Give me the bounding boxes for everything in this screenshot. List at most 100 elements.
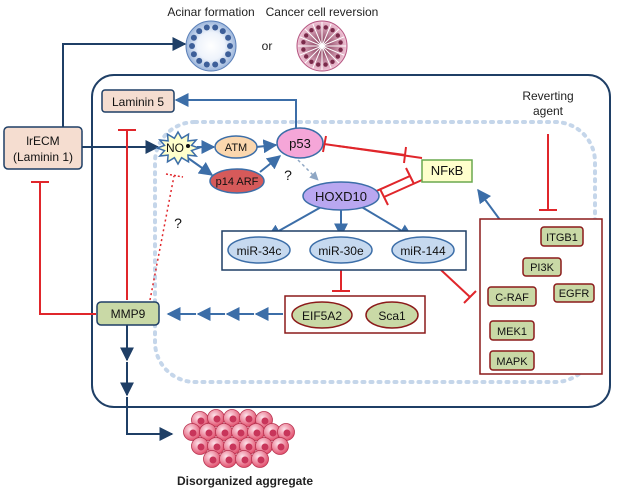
cancer-cell-boundary <box>321 36 345 47</box>
aggregate-cell-nucleus <box>225 456 233 464</box>
mek1-label: MEK1 <box>497 326 527 338</box>
cancer-cell-nucleus <box>338 40 343 45</box>
acinar-cell-nucleus <box>227 43 233 49</box>
itgb1-box <box>540 226 584 247</box>
inhibit-nfkb-hoxd10-bar <box>379 188 389 206</box>
cancer-cell-nucleus <box>309 59 314 64</box>
cancer-cell-boundary <box>321 45 345 56</box>
cancer-reversion-label: Cancer cell reversion <box>266 5 379 19</box>
arrow-atm-to-p53 <box>255 139 278 154</box>
inhibit-nfkb-hoxd10 <box>383 179 423 198</box>
atm-node <box>214 135 258 159</box>
aggregate-cell-nucleus <box>197 443 205 451</box>
acinar-cell-nucleus <box>225 51 232 58</box>
cancer-cell-nucleus <box>301 47 306 52</box>
cancer-cell-nucleus <box>301 40 306 45</box>
mek1-box <box>489 320 535 341</box>
inhibit-mir-craf <box>440 269 471 298</box>
cancer-cell-nucleus <box>304 54 309 59</box>
acinar-cell-nucleus <box>196 28 203 35</box>
cancer-cell-nucleus <box>316 25 321 30</box>
irecm-label-1: lrECM <box>26 134 59 148</box>
acinar-cell-nucleus <box>189 43 195 49</box>
aggregate-cell-nucleus <box>229 415 237 423</box>
acinar-cell-nucleus <box>196 57 203 64</box>
aggregate-cell-nucleus <box>229 443 237 451</box>
inhibit-mir-craf-bar <box>463 290 477 304</box>
aggregate-cell-nucleus <box>245 415 253 423</box>
aggregate-cell-nucleus <box>241 456 249 464</box>
aggregate-cell-nucleus <box>257 456 265 464</box>
cancer-cell-boundary <box>312 23 323 47</box>
cancer-cell-nucleus <box>335 33 340 38</box>
cancer-cell-boundary <box>299 45 323 56</box>
atm-label: ATM <box>225 142 247 154</box>
aggregate-cell-nucleus <box>277 443 285 451</box>
aggregate-cell-nucleus <box>261 443 269 451</box>
aggregate-cell-nucleus <box>209 456 217 464</box>
laminin5-box <box>101 89 175 113</box>
mir34c-node <box>227 236 291 264</box>
inhibition-lines <box>31 129 557 315</box>
p53-label: p53 <box>289 136 311 151</box>
no-label: NO <box>166 141 184 155</box>
nfkb-box <box>421 159 473 183</box>
question-mark-2: ? <box>174 215 182 231</box>
inhibit-mmp9-irecm <box>39 182 96 315</box>
craf-box <box>487 286 537 307</box>
cancer-cell-nucleus <box>323 62 328 67</box>
eif5a2-label: EIF5A2 <box>302 309 342 323</box>
mir30e-label: miR-30e <box>318 244 364 258</box>
acinar-label: Acinar formation <box>167 5 254 19</box>
cancer-cell-boundary <box>321 45 340 64</box>
aggregate-cell-nucleus <box>237 429 245 437</box>
sca1-node <box>365 301 419 329</box>
cancer-cell-nucleus <box>309 28 314 33</box>
cancer-cell-boundary <box>304 28 323 47</box>
arrow-p14arf-to-p53 <box>259 155 282 173</box>
cancer-cell-boundary <box>321 28 340 47</box>
p53-node <box>276 127 324 159</box>
mir34c-label: miR-34c <box>237 244 282 258</box>
acinar-cell-nucleus <box>203 24 210 31</box>
acinar-illustration <box>185 20 237 72</box>
arrow-to-disorganized <box>126 397 174 441</box>
hoxd10-label: HOXD10 <box>315 189 367 204</box>
arrow-p53-to-hoxd10 <box>297 159 319 181</box>
cancer-cell-boundary <box>304 45 323 64</box>
sca1-label: Sca1 <box>378 309 406 323</box>
cancer-cell-boundary <box>321 45 332 69</box>
acinar-cell-nucleus <box>219 28 226 35</box>
inhibit-p53-nfkb-bar <box>403 146 407 164</box>
reverting-agent-label-1: Reverting <box>522 89 573 103</box>
acinar-cell-nucleus <box>225 34 232 41</box>
cell-boundary <box>91 74 611 408</box>
aggregate-cell-nucleus <box>205 429 213 437</box>
irecm-label-2: (Laminin 1) <box>13 150 73 164</box>
mir144-node <box>391 236 455 264</box>
acinar-cell-nucleus <box>212 24 219 31</box>
craf-label: C-RAF <box>495 292 529 304</box>
acinar-cell-nucleus <box>219 57 226 64</box>
p14arf-node <box>209 168 265 194</box>
aggregate-cell-nucleus <box>197 417 205 425</box>
question-mark-1: ? <box>284 167 292 183</box>
dotted-inhibit-mmp9-no <box>149 175 175 301</box>
cancer-reversion-illustration <box>296 20 348 72</box>
cancer-cell-nucleus <box>335 54 340 59</box>
disorganized-aggregate-illustration <box>183 409 295 468</box>
itgb1-label: ITGB1 <box>546 232 578 244</box>
pi3k-label: PI3K <box>530 262 555 274</box>
acinar-cell-nucleus <box>190 51 197 58</box>
reverting-agent-label-2: agent <box>533 104 564 118</box>
cancer-cell-boundary <box>299 36 323 47</box>
mir144-label: miR-144 <box>400 244 446 258</box>
aggregate-cell-nucleus <box>189 429 197 437</box>
aggregate-cell-nucleus <box>261 417 269 425</box>
arrow-no-to-p14arf <box>187 157 214 176</box>
mir30e-node <box>309 236 373 264</box>
no-radical-dot <box>186 144 190 148</box>
eif5a2-node <box>291 301 353 329</box>
aggregate-cell-nucleus <box>269 429 277 437</box>
